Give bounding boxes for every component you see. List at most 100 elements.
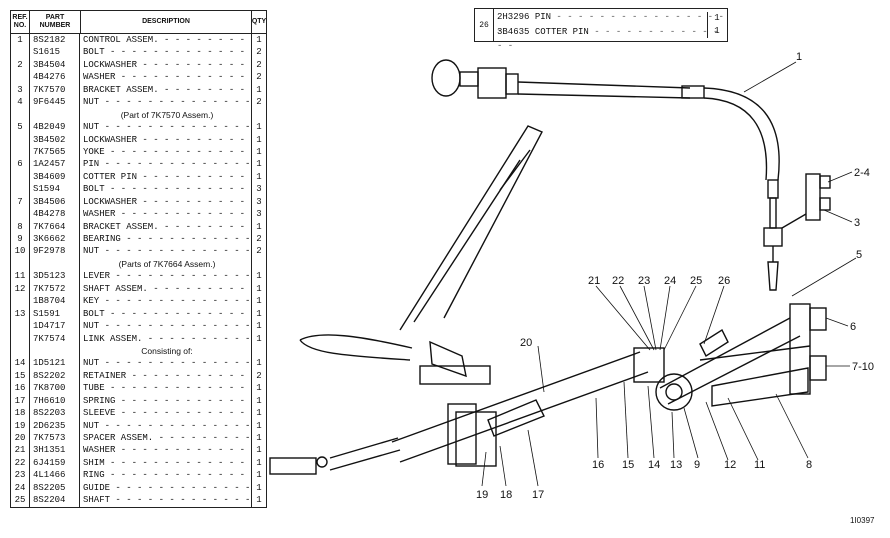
part-number-cell: 7K7573 <box>30 432 80 445</box>
ref-cell: 17 <box>11 394 30 408</box>
ref-cell: 15 <box>11 369 30 383</box>
ref-cell <box>11 344 30 358</box>
rod-end <box>269 437 401 475</box>
callout-label: 20 <box>520 337 532 349</box>
description-cell: WASHER - - - - - - - - - - - - - - - - -… <box>80 208 252 221</box>
qty-cell: 1 <box>256 495 262 506</box>
qty-cell: 3 <box>256 184 262 195</box>
ref-cell: 24 <box>11 481 30 495</box>
part-number-cell: 8S2204 <box>30 494 80 507</box>
pin-row: 2H3296 PIN - - - - - - - - - - - - - - -… <box>497 12 724 36</box>
part-number-cell: 4B4276 <box>30 71 80 84</box>
qty-cell: 1 <box>256 134 262 145</box>
callout-label: 26 <box>718 275 730 287</box>
part-number-cell: 1D5121 <box>30 357 80 370</box>
description-cell: WASHER - - - - - - - - - - - - - - - - -… <box>80 71 252 84</box>
callout-label: 9 <box>694 459 700 471</box>
ref-cell: 18 <box>11 407 30 420</box>
ref-cell: 8 <box>11 220 30 233</box>
part-number-cell <box>30 108 80 122</box>
description-cell: SHIM - - - - - - - - - - - - - - - - - - <box>80 456 252 470</box>
qty-cell: 1 <box>256 433 262 443</box>
part-number-cell: 8S2203 <box>30 407 80 420</box>
qty-cell: 1 <box>256 358 262 369</box>
part-number-cell: 3B4609 <box>30 170 80 184</box>
qty-cell: 1 <box>256 84 262 95</box>
callout-label: 11 <box>754 459 765 471</box>
qty-cell: 1 <box>256 470 262 481</box>
ref-cell: 12 <box>11 282 30 296</box>
callout-label: 3 <box>854 217 860 229</box>
description-cell: WASHER - - - - - - - - - - - - - - - - -… <box>80 444 252 457</box>
description-cell: Consisting of: <box>80 344 252 358</box>
callout-label: 14 <box>648 459 660 471</box>
qty-cell: 1 <box>256 408 262 419</box>
ref-cell: 4 <box>11 96 30 109</box>
pin-table-ref: 26 <box>475 9 494 41</box>
part-number-cell: 3B4506 <box>30 195 80 209</box>
cable-bracket <box>781 173 831 229</box>
qty-cell: 1 <box>256 171 262 182</box>
qty-cell: 2 <box>256 234 262 244</box>
callout-label: 17 <box>532 489 544 501</box>
ref-cell: 19 <box>11 419 30 432</box>
qty-cell: 2 <box>256 97 262 108</box>
link-tube <box>391 351 649 467</box>
qty-cell: 1 <box>256 445 262 456</box>
pin-qty: 1 <box>714 26 720 36</box>
description-cell: COTTER PIN - - - - - - - - - - - - - - -… <box>80 170 252 184</box>
description-cell: BOLT - - - - - - - - - - - - - - - - - - <box>80 46 252 59</box>
qty-cell: 2 <box>256 59 262 70</box>
callout-label: 21 <box>588 275 600 287</box>
ref-cell <box>11 71 30 84</box>
part-number-cell: 3B4502 <box>30 133 80 146</box>
qty-cell: 1 <box>256 122 262 133</box>
qty-cell: 1 <box>256 321 262 332</box>
ref-cell: 9 <box>11 233 30 246</box>
description-cell: BOLT - - - - - - - - - - - - - - - - - - <box>80 307 252 321</box>
qty-cell: 1 <box>256 221 262 232</box>
ref-cell <box>11 332 30 345</box>
description-cell: TUBE - - - - - - - - - - - - - - - - - - <box>80 382 252 395</box>
part-number-cell <box>30 257 80 271</box>
pin-qty: 1 <box>714 13 720 23</box>
table-row: (Parts of 7K7664 Assem.) <box>11 257 266 271</box>
header-part-number: PART NUMBER <box>30 11 81 33</box>
part-number-cell: 7K7664 <box>30 220 80 233</box>
pin-qty-col: 1 1 <box>707 12 726 38</box>
table-row: Consisting of: <box>11 344 266 358</box>
description-cell: (Parts of 7K7664 Assem.) <box>80 257 252 271</box>
description-cell: (Part of 7K7570 Assem.) <box>80 108 252 122</box>
callout-label: 19 <box>476 489 488 501</box>
qty-cell: 2 <box>256 72 262 83</box>
header-qty: QTY <box>251 18 267 25</box>
part-number-cell: 8S2182 <box>30 34 80 47</box>
description-cell: BEARING - - - - - - - - - - - - - - - - … <box>80 233 252 246</box>
ref-cell: 2 <box>11 58 30 72</box>
pin-row: 3B4635 COTTER PIN - - - - - - - - - - - … <box>497 27 719 51</box>
part-number-cell: 7K7572 <box>30 282 80 296</box>
description-cell: RING - - - - - - - - - - - - - - - - - - <box>80 469 252 482</box>
part-number-cell: 2D6235 <box>30 419 80 432</box>
description-cell: SPACER ASSEM. - - - - - - - - - - - - - … <box>80 432 252 445</box>
description-cell: SPRING - - - - - - - - - - - - - - - - -… <box>80 394 252 408</box>
